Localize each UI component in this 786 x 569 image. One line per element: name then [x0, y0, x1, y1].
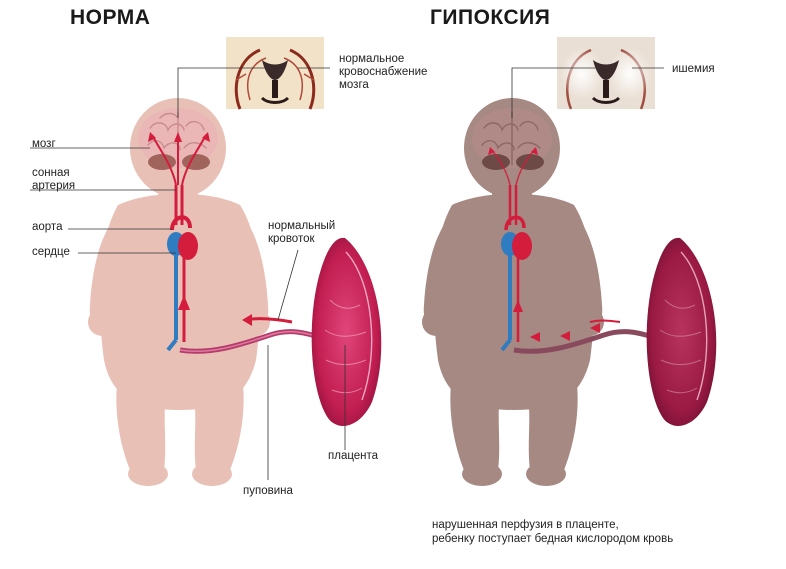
label-brain: мозг — [32, 138, 56, 150]
label-normal-supply-line-3: мозга — [339, 79, 369, 91]
title-hypoxia: ГИПОКСИЯ — [430, 6, 551, 29]
leader-ischemia-scan — [511, 67, 600, 118]
label-heart: сердце — [32, 246, 70, 258]
caption-line-2: ребенку поступает бедная кислородом кров… — [432, 533, 674, 545]
leader-normal-flow — [277, 249, 299, 321]
caption-hypoxia: нарушенная перфузия в плаценте, ребенку … — [432, 518, 673, 546]
placenta-hypoxia — [646, 237, 717, 426]
label-normal-flow-line-2: кровоток — [268, 233, 315, 245]
baby-hypoxia — [422, 98, 685, 486]
baby-torso-hypoxia — [433, 193, 595, 410]
label-normal-supply-line-2: кровоснабжение — [339, 66, 428, 78]
brain-scan-ischemia — [557, 37, 655, 110]
placenta-normal — [311, 237, 382, 426]
label-normal-supply: нормальное кровоснабжение мозга — [339, 53, 427, 92]
label-ischemia: ишемия — [672, 63, 715, 75]
label-normal-flow: нормальный кровоток — [268, 220, 335, 246]
label-carotid-line-2: артерия — [32, 180, 76, 192]
caption-line-1: нарушенная перфузия в плаценте, — [432, 519, 619, 531]
baby-normal — [88, 98, 351, 486]
label-normal-flow-line-1: нормальный — [268, 220, 336, 232]
brain-scan-normal — [226, 37, 324, 110]
label-umbilical-cord: пуповина — [243, 485, 293, 497]
baby-torso — [99, 193, 261, 410]
leader-brain-scan — [177, 67, 268, 118]
label-carotid: сонная артерия — [32, 167, 75, 193]
label-carotid-line-1: сонная — [32, 167, 70, 179]
title-normal: НОРМА — [70, 6, 151, 29]
label-aorta: аорта — [32, 221, 63, 233]
leader-lines — [30, 67, 664, 480]
label-normal-supply-line-1: нормальное — [339, 53, 405, 65]
label-placenta: плацента — [328, 450, 379, 462]
